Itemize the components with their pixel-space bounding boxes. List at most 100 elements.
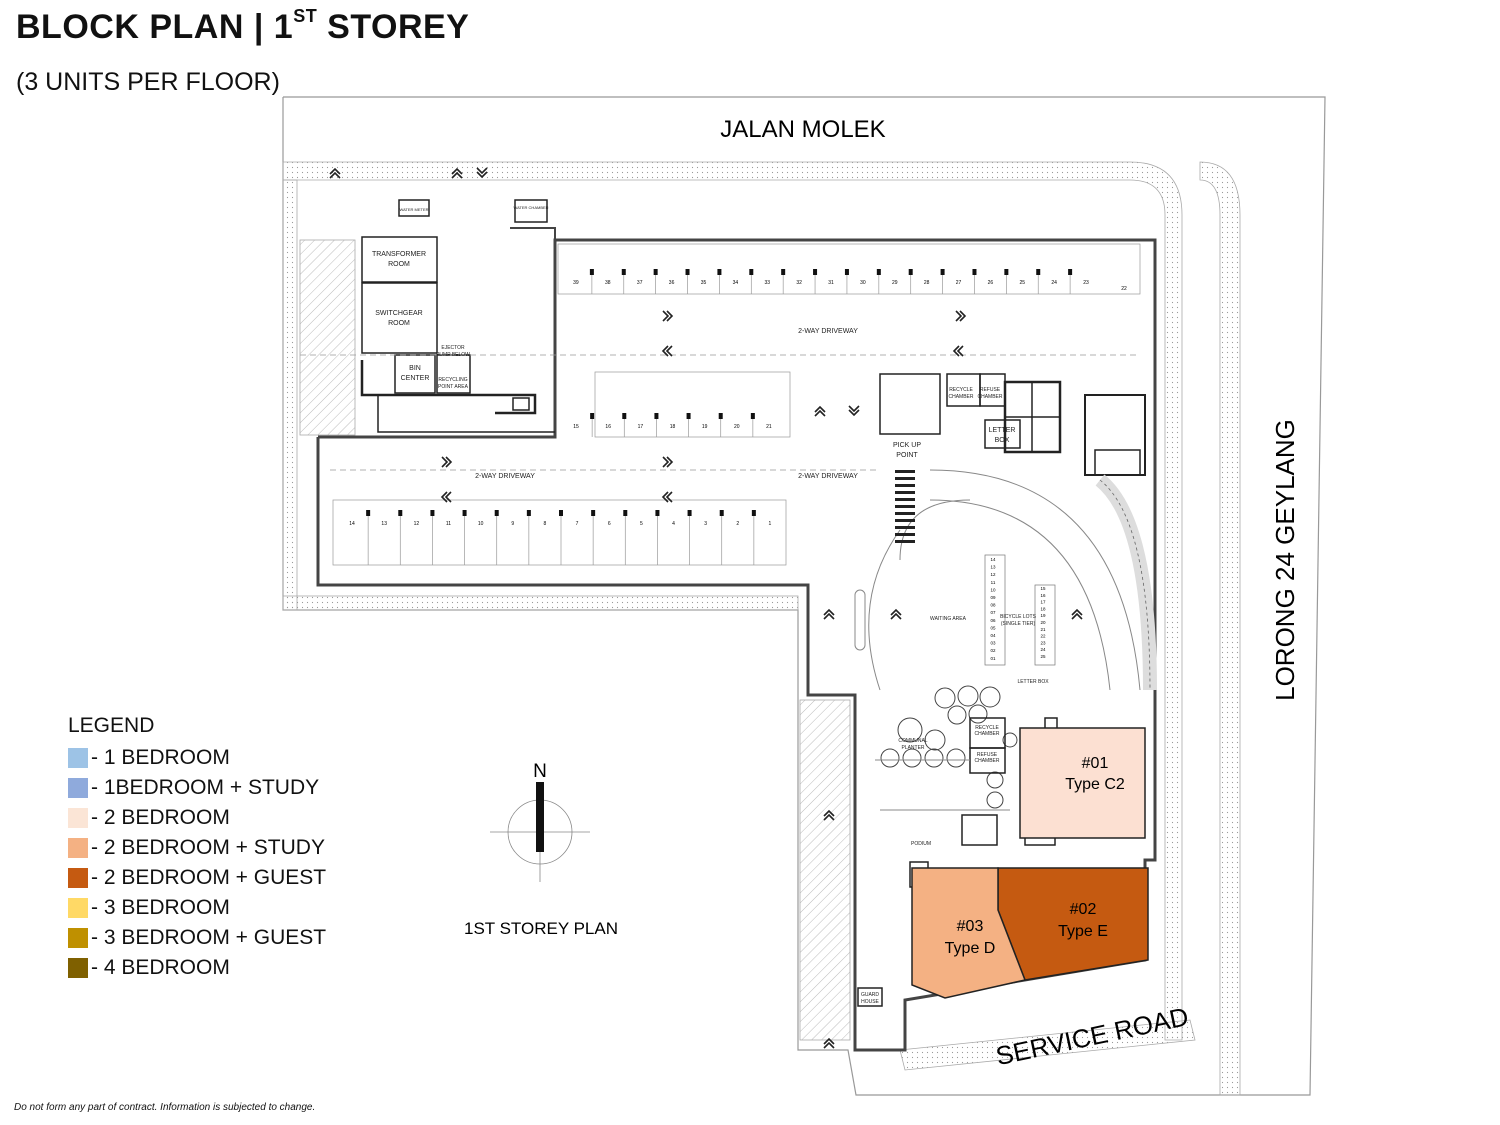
unit-03-id: #03: [957, 918, 984, 935]
parking-lot-number: 29: [892, 280, 898, 286]
column: [844, 269, 849, 275]
parking-lot-number: 7: [576, 521, 579, 527]
bicycle-lot-number: 04: [990, 633, 996, 638]
bicycle-lot-number: 10: [990, 587, 996, 592]
legend-swatch: [68, 868, 88, 888]
parking-lot-number: 9: [511, 521, 514, 527]
bicycle-lot-number: 02: [990, 648, 996, 653]
column: [494, 510, 499, 516]
svg-text:SWITCHGEAR: SWITCHGEAR: [375, 310, 422, 317]
parking-lot-number: 37: [637, 280, 643, 286]
parking-lot-number: 18: [670, 424, 676, 430]
legend-swatch: [68, 778, 88, 798]
svg-text:ROOM: ROOM: [388, 261, 410, 268]
page-subtitle: (3 UNITS PER FLOOR): [16, 68, 280, 96]
road-east-label: LORONG 24 GEYLANG: [1270, 419, 1300, 701]
parking-lot-number: 35: [701, 280, 707, 286]
legend-title: LEGEND: [68, 714, 155, 737]
column: [718, 413, 723, 419]
trees: [880, 685, 1018, 809]
parking-lot-number: 24: [1051, 280, 1057, 286]
unit-01-type: Type C2: [1065, 776, 1125, 793]
parking-lot-number: 39: [573, 280, 579, 286]
parking-lot-number: 6: [608, 521, 611, 527]
svg-text:POINT: POINT: [896, 452, 918, 459]
plan-label: 1ST STOREY PLAN: [464, 919, 618, 938]
column: [781, 269, 786, 275]
svg-text:RECYCLE: RECYCLE: [949, 387, 973, 393]
column: [398, 510, 403, 516]
disclaimer: Do not form any part of contract. Inform…: [14, 1102, 316, 1113]
parking-lot-number: 21: [766, 424, 772, 430]
svg-text:BICYCLE LOTS: BICYCLE LOTS: [1000, 614, 1037, 620]
column: [1036, 269, 1041, 275]
unit-02-type: Type E: [1058, 923, 1108, 940]
svg-text:(SINGLE TIER): (SINGLE TIER): [1001, 621, 1036, 627]
svg-text:REFUSE: REFUSE: [980, 387, 1001, 393]
legend-item: - 2 BEDROOM: [68, 803, 326, 833]
bicycle-lot-number: 24: [1040, 647, 1046, 652]
bicycle-lot-number: 07: [990, 610, 996, 615]
legend-label: - 3 BEDROOM: [91, 896, 230, 919]
column: [654, 413, 659, 419]
parking-lot-number: 19: [702, 424, 708, 430]
unit-01[interactable]: [1019, 727, 1146, 839]
column: [908, 269, 913, 275]
lift-core: [879, 373, 1146, 476]
facility-labels: WATER METER WATER CHAMBER TRANSFORMER RO…: [372, 205, 1049, 1005]
road-north-label: JALAN MOLEK: [720, 116, 885, 143]
column: [719, 510, 724, 516]
column: [813, 269, 818, 275]
legend-item: - 1 BEDROOM: [68, 743, 326, 773]
svg-text:LETTER BOX: LETTER BOX: [1017, 679, 1049, 685]
svg-text:PICK UP: PICK UP: [893, 442, 921, 449]
column: [621, 269, 626, 275]
svg-text:REFUSE: REFUSE: [977, 752, 998, 758]
legend-label: - 1 BEDROOM: [91, 746, 230, 769]
parking-lot-number: 33: [764, 280, 770, 286]
legend-label: - 3 BEDROOM + GUEST: [91, 926, 327, 949]
building-outline: [316, 227, 1157, 1052]
parking-lot-number: 32: [796, 280, 802, 286]
legend-item: - 2 BEDROOM + GUEST: [68, 863, 326, 893]
column: [623, 510, 628, 516]
traffic-arrows: [329, 167, 1083, 1049]
svg-text:WATER METER: WATER METER: [399, 207, 428, 212]
svg-text:EJECTOR: EJECTOR: [441, 345, 465, 351]
column: [1004, 269, 1009, 275]
legend-item: - 3 BEDROOM + GUEST: [68, 923, 326, 953]
legend-swatch: [68, 928, 88, 948]
unit-03[interactable]: [911, 867, 1027, 999]
page-title: BLOCK PLAN | 1ST STOREY: [16, 5, 470, 46]
column: [685, 269, 690, 275]
bicycle-lots: [984, 554, 1056, 666]
column: [366, 510, 371, 516]
legend-label: - 4 BEDROOM: [91, 956, 230, 979]
parking-lot-number: 15: [573, 424, 579, 430]
svg-text:BIN: BIN: [409, 365, 421, 372]
bicycle-lot-number: 16: [1040, 593, 1046, 598]
svg-text:CHAMBER: CHAMBER: [948, 394, 973, 400]
svg-text:RECYCLING: RECYCLING: [438, 377, 467, 383]
legend-swatch: [68, 838, 88, 858]
parking-lot-number: 30: [860, 280, 866, 286]
parking-lot-22: 22: [1121, 286, 1127, 292]
bicycle-lot-number: 06: [990, 618, 996, 623]
bicycle-lot-number: 15: [1040, 586, 1046, 591]
svg-text:PUMP BELOW: PUMP BELOW: [436, 352, 470, 358]
column: [972, 269, 977, 275]
parking-lot-number: 23: [1083, 280, 1089, 286]
bicycle-lot-number: 22: [1040, 634, 1046, 639]
parking-lot-number: 10: [478, 521, 484, 527]
service-rooms: [360, 199, 555, 433]
bicycle-lot-number: 21: [1040, 627, 1046, 632]
legend-swatch: [68, 958, 88, 978]
bicycle-lot-number: 19: [1040, 613, 1046, 618]
svg-text:TRANSFORMER: TRANSFORMER: [372, 251, 426, 258]
svg-text:HOUSE: HOUSE: [861, 999, 879, 1005]
column: [876, 269, 881, 275]
column: [559, 510, 563, 516]
